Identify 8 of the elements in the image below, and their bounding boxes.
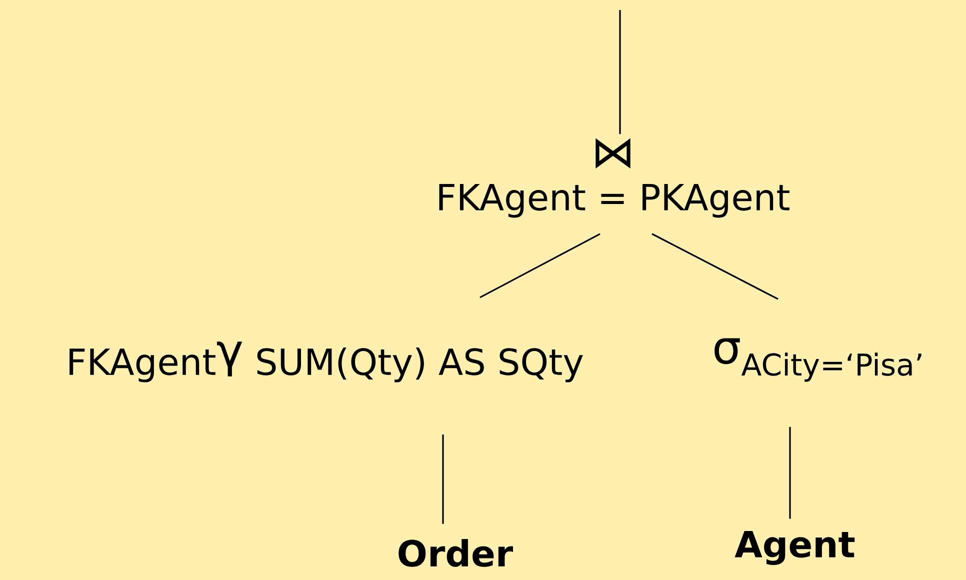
- join-operator: ⋈ FKAgent = PKAgent: [439, 138, 790, 218]
- tree-edge: [442, 434, 444, 524]
- tree-edge: [619, 10, 621, 134]
- tree-edge: [480, 233, 600, 298]
- relation-name: Order: [398, 539, 514, 567]
- tree-edge: [789, 426, 791, 519]
- relation-name: Agent: [734, 531, 855, 565]
- tree-edge: [652, 233, 778, 300]
